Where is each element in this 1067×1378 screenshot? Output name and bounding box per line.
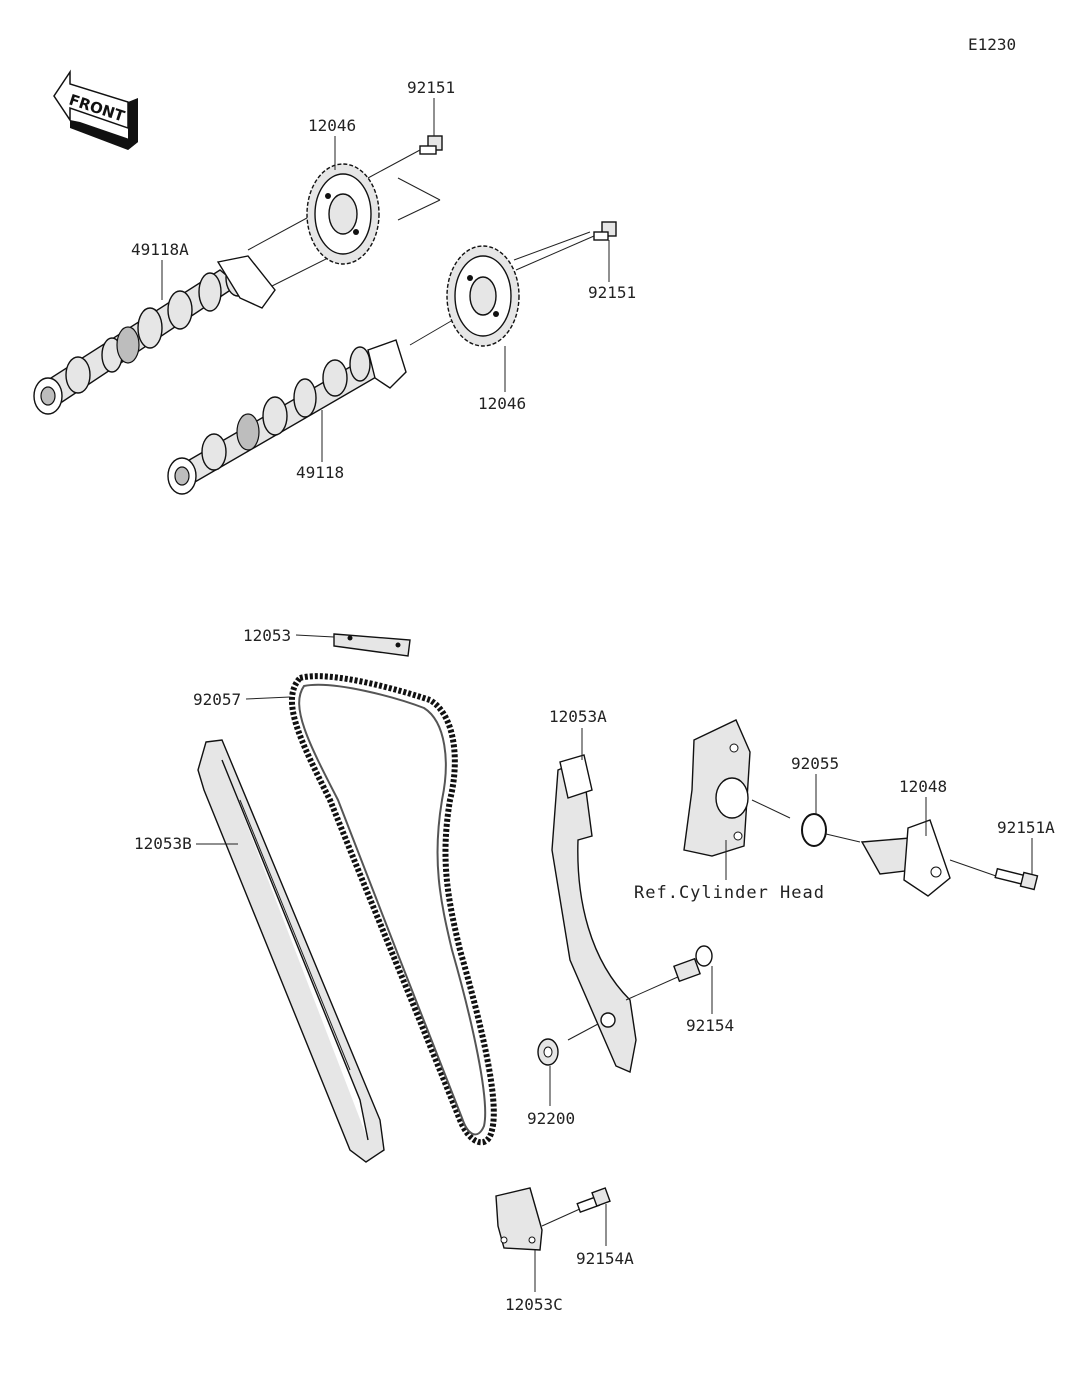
svg-text:92055: 92055 bbox=[791, 754, 839, 773]
diagram-id: E1230 bbox=[968, 35, 1016, 54]
svg-text:92151: 92151 bbox=[407, 78, 455, 97]
label-bolt-guide-bottom: 92154A bbox=[576, 1204, 634, 1268]
guide-rear bbox=[551, 754, 637, 1073]
timing-chain bbox=[289, 673, 497, 1146]
svg-text:Ref.Cylinder Head: Ref.Cylinder Head bbox=[634, 883, 825, 903]
camshaft-lower bbox=[167, 309, 471, 495]
label-oring: 92055 bbox=[791, 754, 839, 814]
svg-text:12046: 12046 bbox=[308, 116, 356, 135]
label-tensioner: 12048 bbox=[899, 777, 947, 836]
svg-text:49118A: 49118A bbox=[131, 240, 189, 259]
svg-text:12053A: 12053A bbox=[549, 707, 607, 726]
svg-text:92151A: 92151A bbox=[997, 818, 1055, 837]
label-sprocket-lower: 12046 bbox=[478, 346, 526, 413]
tensioner-reference-cylinder-head bbox=[683, 719, 791, 857]
bolt-guide-bottom bbox=[576, 1187, 611, 1214]
washer bbox=[537, 1023, 599, 1066]
bolt-tensioner bbox=[994, 867, 1039, 891]
label-bolt-sprocket-lower: 92151 bbox=[588, 240, 636, 302]
svg-text:12053C: 12053C bbox=[505, 1295, 563, 1314]
label-bolt-pivot: 92154 bbox=[686, 966, 734, 1035]
label-chain: 92057 bbox=[193, 690, 291, 709]
label-reference-cylinder-head: Ref.Cylinder Head bbox=[634, 840, 825, 903]
guide-top bbox=[333, 633, 411, 657]
label-guide-top: 12053 bbox=[243, 626, 335, 645]
bolt-pivot bbox=[625, 945, 713, 1001]
label-washer: 92200 bbox=[527, 1066, 575, 1128]
camshaft-upper bbox=[33, 211, 341, 415]
front-direction-arrow-icon: FRONT bbox=[53, 69, 138, 150]
label-bolt-tensioner: 92151A bbox=[997, 818, 1055, 874]
svg-text:92151: 92151 bbox=[588, 283, 636, 302]
sprocket-lower bbox=[446, 245, 520, 347]
label-guide-front: 12053B bbox=[134, 834, 238, 853]
guide-front bbox=[197, 739, 385, 1163]
sprocket-upper bbox=[306, 163, 380, 265]
svg-text:12053: 12053 bbox=[243, 626, 291, 645]
svg-text:92200: 92200 bbox=[527, 1109, 575, 1128]
tensioner bbox=[860, 819, 997, 897]
label-guide-rear: 12053A bbox=[549, 707, 607, 760]
label-camshaft-lower: 49118 bbox=[296, 410, 344, 482]
svg-text:92154: 92154 bbox=[686, 1016, 734, 1035]
oring bbox=[801, 813, 861, 847]
svg-text:92057: 92057 bbox=[193, 690, 241, 709]
guide-bottom bbox=[495, 1187, 583, 1251]
svg-text:12048: 12048 bbox=[899, 777, 947, 796]
svg-text:12046: 12046 bbox=[478, 394, 526, 413]
bolt-sprocket-upper bbox=[367, 135, 443, 221]
label-sprocket-upper: 12046 bbox=[308, 116, 356, 170]
svg-text:92154A: 92154A bbox=[576, 1249, 634, 1268]
bolt-sprocket-lower bbox=[513, 221, 617, 271]
label-bolt-sprocket-upper: 92151 bbox=[407, 78, 455, 136]
label-camshaft-upper: 49118A bbox=[131, 240, 189, 300]
svg-text:12053B: 12053B bbox=[134, 834, 192, 853]
svg-text:49118: 49118 bbox=[296, 463, 344, 482]
label-guide-bottom: 12053C bbox=[505, 1250, 563, 1314]
